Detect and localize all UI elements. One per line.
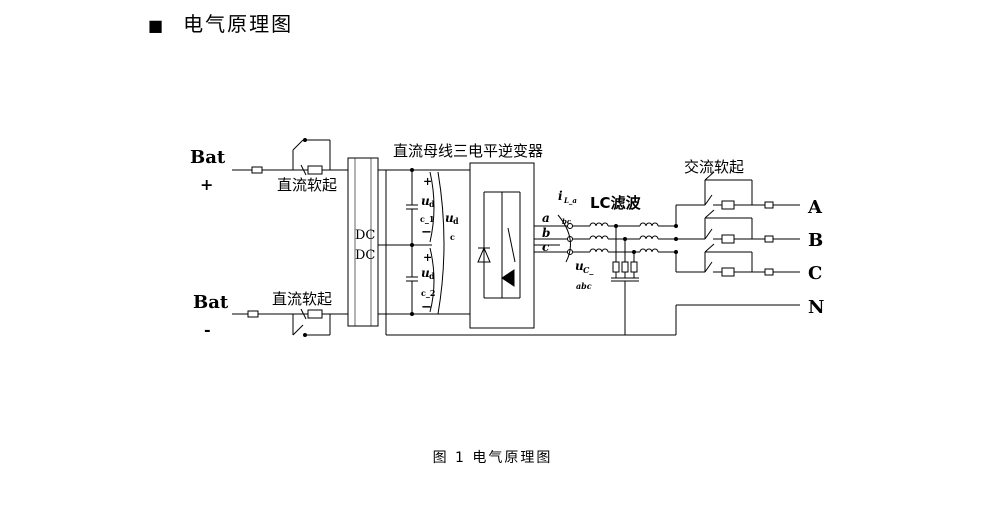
phase-c-label: c [542, 240, 550, 254]
dc-input-wiring [232, 138, 348, 337]
dcdc-label-line1: DC [355, 228, 375, 243]
cap1-plus-sign: + [423, 175, 432, 188]
cap-voltage-sub: C_ [583, 265, 593, 275]
cap2-voltage-symbol: u [421, 266, 430, 280]
bat-positive-sign: + [200, 175, 213, 194]
cap1-voltage-sub: d [429, 199, 435, 209]
cap1-voltage-symbol: u [421, 194, 430, 208]
cap1-minus-sign: − [421, 225, 432, 240]
fuse-icon [247, 310, 259, 318]
output-n-label: N [808, 297, 824, 318]
phase-a-label: a [542, 211, 550, 225]
current-symbol: i [558, 189, 563, 203]
three-level-inverter [469, 162, 560, 329]
ac-soft-start [625, 171, 800, 336]
lc-filter-label: LC滤波 [590, 194, 642, 212]
bus-voltage-sub: d [453, 216, 459, 226]
current-tail: bc [562, 217, 572, 226]
dc-soft-start-bottom-label: 直流软起 [272, 290, 332, 308]
phase-lines [385, 214, 678, 336]
figure-caption: 图 1 电气原理图 [432, 450, 553, 466]
bat-negative-label: Bat [193, 292, 229, 313]
resistor-icon [307, 309, 323, 319]
bus-voltage-index: c [450, 232, 455, 242]
bat-negative-sign: - [204, 320, 211, 339]
cap1-index: c_1 [420, 214, 434, 224]
current-sub: L_a [563, 196, 577, 205]
square-bullet-icon: ■ [148, 16, 166, 35]
cap-voltage-index: abc [576, 281, 592, 291]
cap2-plus-sign: + [423, 251, 432, 264]
cap2-minus-sign: − [421, 300, 432, 315]
section-title: 电气原理图 [183, 12, 294, 36]
ac-soft-start-label: 交流软起 [684, 158, 744, 176]
cap2-voltage-sub: d [429, 271, 435, 281]
dc-bus [378, 168, 470, 316]
dc-soft-start-top-label: 直流软起 [277, 176, 337, 194]
cap-voltage-symbol: u [575, 259, 584, 273]
resistor-icon [307, 165, 323, 175]
inverter-title: 直流母线三电平逆变器 [393, 142, 543, 160]
section-heading: ■ 电气原理图 [148, 8, 293, 37]
output-b-label: B [808, 230, 823, 251]
output-a-label: A [807, 197, 823, 218]
cap2-index: c_2 [421, 288, 435, 298]
fuse-icon [251, 166, 263, 174]
bat-positive-label: Bat [190, 147, 226, 168]
output-c-label: C [808, 263, 822, 284]
dcdc-label-line2: DC [355, 248, 375, 263]
phase-b-label: b [542, 226, 550, 240]
dcdc-converter-box [347, 157, 379, 327]
bus-voltage-symbol: u [445, 211, 454, 225]
